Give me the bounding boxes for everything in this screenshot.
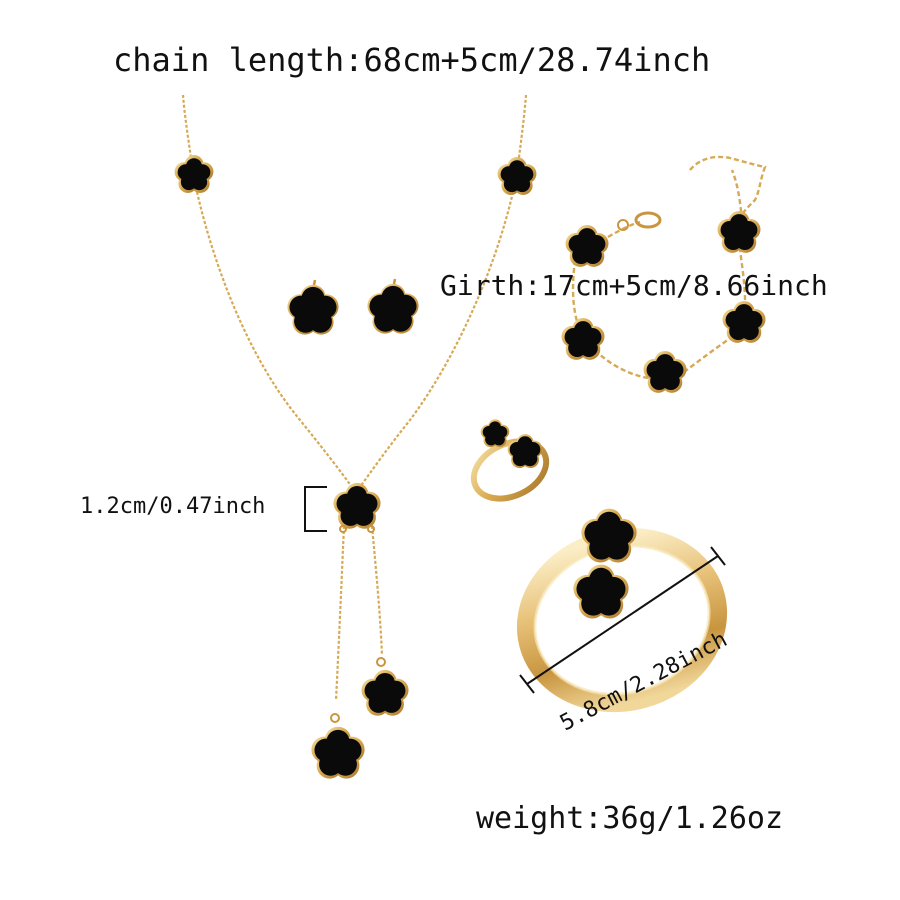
- flower-bangle-top: [581, 508, 637, 563]
- bangle-diameter-line: [519, 546, 726, 694]
- pendant-size-bracket: [304, 486, 327, 532]
- flower-charm: [174, 155, 214, 193]
- bracelet-chain: [571, 155, 767, 380]
- flower-link: [565, 224, 609, 267]
- lobster-clasp: [617, 211, 662, 231]
- bangle: [516, 508, 728, 713]
- necklace-chain: [181, 94, 528, 701]
- bracelet-girth-label: Girth:17cm+5cm/8.66inch: [440, 269, 828, 302]
- flower-link: [717, 210, 761, 253]
- flower-ring-top: [480, 419, 510, 448]
- flower-drop-charm: [361, 657, 409, 716]
- ring: [470, 419, 550, 502]
- flower-charm: [497, 157, 537, 195]
- flower-pendant-center: [333, 482, 381, 533]
- necklace: [174, 94, 537, 779]
- earring-right: [367, 278, 419, 334]
- flower-drop-charm: [311, 713, 365, 779]
- bracelet: [561, 155, 767, 393]
- flower-link: [561, 317, 605, 360]
- chain-length-label: chain length:68cm+5cm/28.74inch: [113, 41, 711, 79]
- pendant-size-label: 1.2cm/0.47inch: [80, 494, 266, 519]
- flower-link: [722, 300, 766, 343]
- flower-link: [643, 350, 687, 393]
- stud-earrings: [287, 278, 419, 335]
- earring-left: [287, 279, 339, 335]
- weight-label: weight:36g/1.26oz: [476, 801, 784, 836]
- flower-bangle-front: [573, 564, 629, 619]
